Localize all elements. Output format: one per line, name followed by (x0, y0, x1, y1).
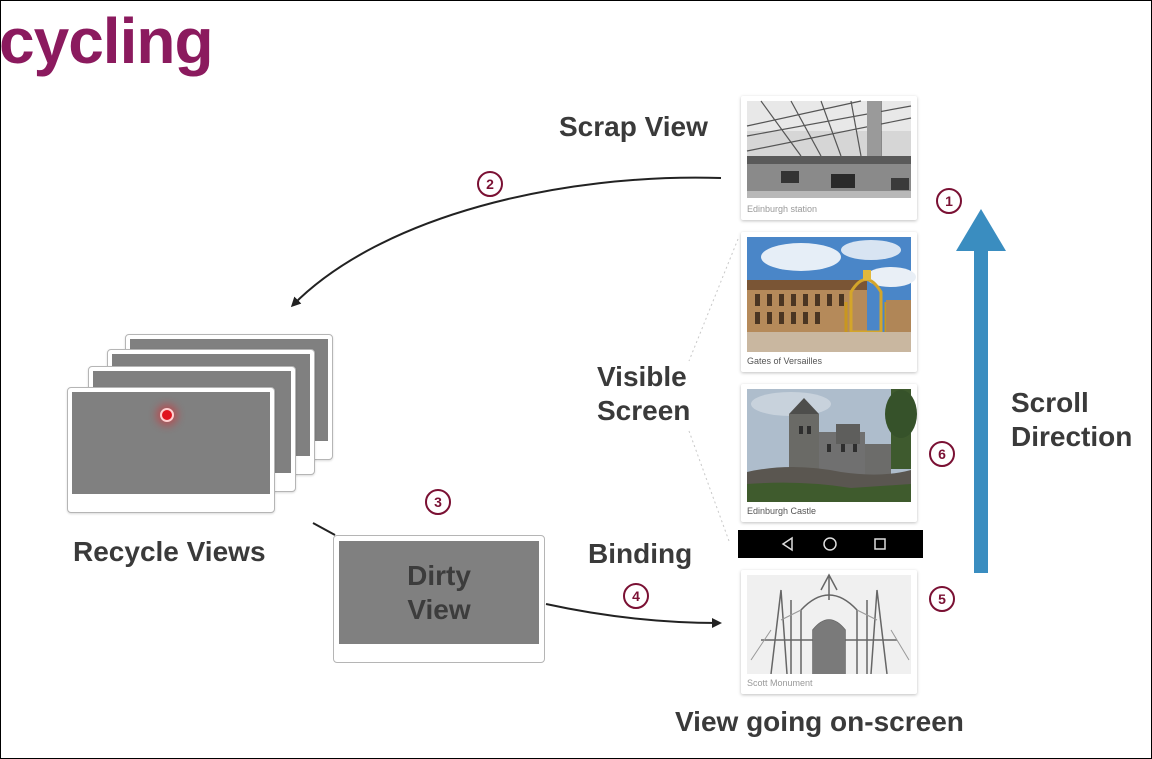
visible-screen-dotted-top (688, 238, 739, 362)
step-badge-4: 4 (623, 583, 649, 609)
step-badge-6: 6 (929, 441, 955, 467)
visible-screen-label: Visible Screen (597, 361, 691, 426)
gates-of-versailles-image (747, 237, 916, 352)
edinburgh-station-image (746, 100, 912, 198)
step-badge-3: 3 (425, 489, 451, 515)
edinburgh-station-caption: Edinburgh station (747, 204, 818, 214)
scott-monument-caption: Scott Monument (747, 678, 813, 688)
scrap-view-photo-card: Edinburgh station (741, 96, 917, 220)
recents-icon[interactable] (874, 538, 886, 550)
visible-screen-dotted-bottom (688, 430, 730, 542)
edinburgh-castle-image (747, 389, 917, 502)
binding-arrow (545, 603, 722, 628)
recycle-views-label: Recycle Views (73, 536, 266, 567)
scrap-to-recycle-arrow (290, 176, 722, 308)
visible-photo-card-2: Edinburgh Castle (741, 384, 917, 522)
visible-photo-card-1: Gates of Versailles (741, 232, 917, 372)
slide-title: cycling (1, 5, 214, 77)
scott-monument-image (747, 573, 911, 674)
android-nav-bar (738, 530, 923, 558)
view-going-on-screen-label: View going on-screen (675, 706, 964, 737)
step-badge-5: 5 (929, 586, 955, 612)
gates-of-versailles-caption: Gates of Versailles (747, 356, 823, 366)
home-icon[interactable] (823, 537, 837, 551)
dirty-view-label: Dirty View (407, 559, 471, 625)
recycled-view-card (67, 387, 275, 513)
scrap-view-label: Scrap View (559, 111, 708, 142)
dirty-view-card: Dirty View (333, 535, 545, 663)
scroll-direction-label: Scroll Direction (1011, 387, 1133, 452)
scroll-direction-arrow (956, 209, 1006, 573)
back-icon[interactable] (781, 536, 793, 552)
binding-label: Binding (588, 538, 693, 569)
step-badge-2: 2 (477, 171, 503, 197)
step-badge-1: 1 (936, 188, 962, 214)
incoming-photo-card: Scott Monument (741, 570, 917, 694)
recycle-to-dirty-line (312, 522, 336, 536)
edinburgh-castle-caption: Edinburgh Castle (747, 506, 817, 516)
pointer-indicator (160, 408, 174, 422)
